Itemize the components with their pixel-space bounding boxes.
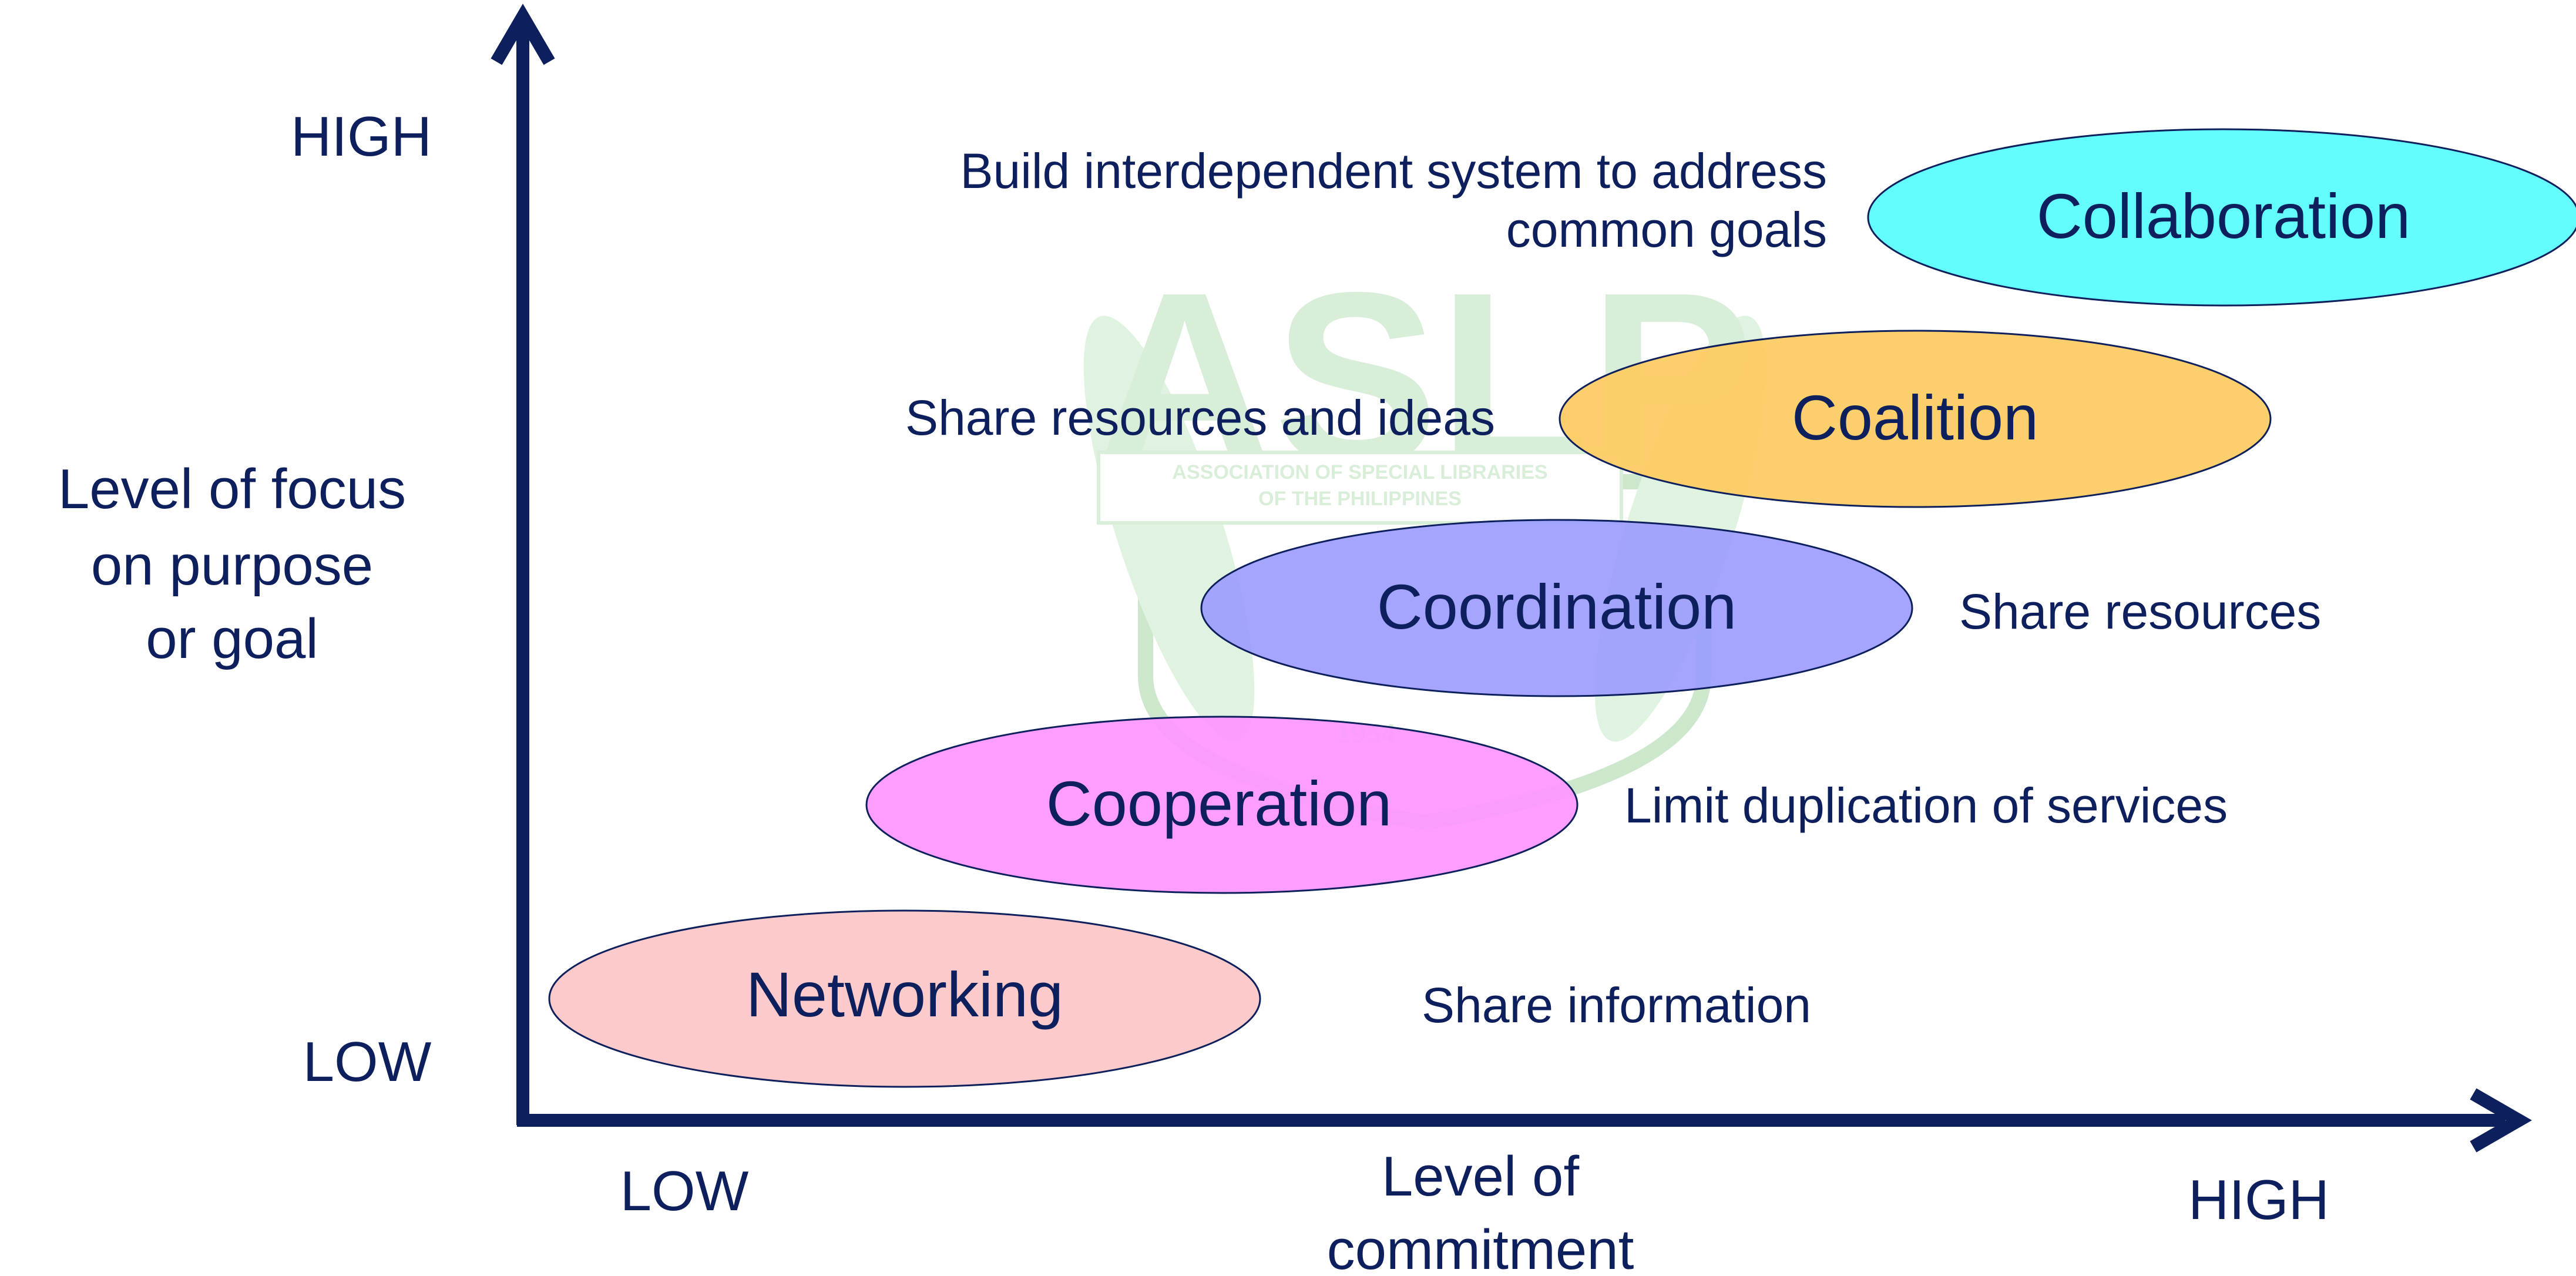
- coordination-label: Coordination: [1377, 571, 1737, 642]
- coordination-ellipse: [1200, 519, 1913, 697]
- x-axis-low-label: LOW: [620, 1160, 749, 1223]
- x-axis-arrowhead: [2470, 1088, 2533, 1153]
- collaboration-ellipse: [1867, 128, 2576, 307]
- stage-networking: Networking: [548, 909, 1261, 1088]
- y-axis-high-label: HIGH: [291, 105, 432, 168]
- watermark-org-line2: OF THE PHILIPPINES: [1258, 488, 1462, 510]
- collaboration-description-line2: common goals: [1506, 202, 1827, 257]
- collaboration-label: Collaboration: [2037, 180, 2410, 251]
- cooperation-ellipse: [865, 716, 1578, 894]
- watermark-left-laurel: [1083, 315, 1255, 742]
- coalition-description: Share resources and ideas: [905, 390, 1495, 445]
- stage-collaboration: Collaboration: [1867, 128, 2576, 307]
- y-axis-title-line1: Level of focus: [58, 458, 406, 521]
- y-axis-title-line2: on purpose: [91, 534, 373, 597]
- networking-label: Networking: [746, 959, 1063, 1030]
- x-axis-high-label: HIGH: [2188, 1168, 2329, 1231]
- networking-description: Share information: [1422, 978, 1811, 1033]
- networking-ellipse: [548, 909, 1261, 1088]
- cooperation-description: Limit duplication of services: [1624, 778, 2228, 833]
- y-axis-low-label: LOW: [303, 1030, 432, 1093]
- coalition-label: Coalition: [1792, 382, 2038, 453]
- stage-coordination: Coordination: [1200, 519, 1913, 697]
- stage-cooperation: Cooperation: [865, 716, 1578, 894]
- coordination-description: Share resources: [1959, 584, 2321, 639]
- x-axis-title-line1: Level of: [1382, 1145, 1580, 1208]
- watermark-banner: [1097, 451, 1623, 525]
- watermark-org-line1: ASSOCIATION OF SPECIAL LIBRARIES: [1172, 461, 1547, 483]
- axes: [491, 4, 2533, 1153]
- collaboration-description-line1: Build interdependent system to address: [960, 143, 1827, 199]
- coalition-ellipse: [1559, 330, 2272, 508]
- stage-coalition: Coalition: [1559, 330, 2272, 508]
- x-axis-title-line2: commitment: [1327, 1218, 1634, 1276]
- y-axis-title-line3: or goal: [146, 607, 318, 670]
- y-axis-arrowhead: [491, 4, 555, 65]
- cooperation-label: Cooperation: [1046, 768, 1392, 839]
